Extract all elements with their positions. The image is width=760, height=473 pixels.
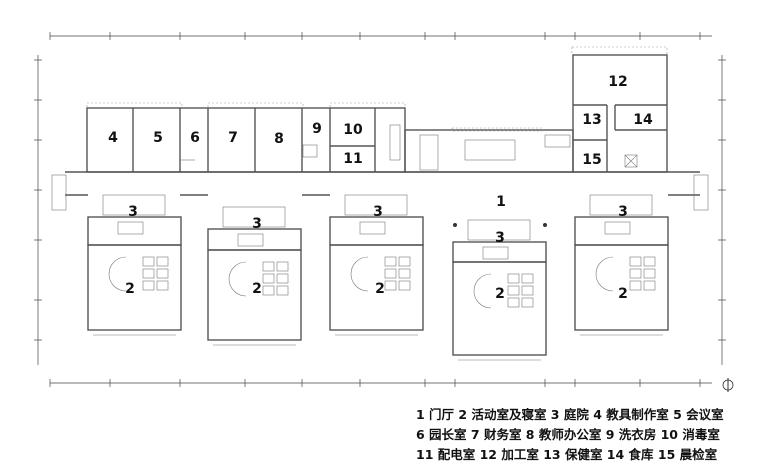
room-12-label: 12 <box>608 74 627 90</box>
classroom-unit <box>329 194 424 336</box>
room-11-label: 11 <box>343 151 362 167</box>
classroom-unit <box>87 194 182 336</box>
room-3-label: 3 <box>252 216 262 232</box>
room-2-label: 2 <box>125 281 135 297</box>
room-4-label: 4 <box>108 130 118 146</box>
room-8-label: 8 <box>274 131 284 147</box>
room-7-label: 7 <box>228 130 238 146</box>
room-15-label: 15 <box>582 152 601 168</box>
room-2-label: 2 <box>495 286 505 302</box>
north-arrow-icon <box>722 378 734 392</box>
room-3-label: 3 <box>373 204 383 220</box>
legend-line: 1 门厅 2 活动室及寝室 3 庭院 4 教具制作室 5 会议室 <box>416 407 724 422</box>
classroom-unit <box>574 194 669 336</box>
classroom-unit <box>207 206 302 346</box>
room-2-label: 2 <box>252 281 262 297</box>
room-5-label: 5 <box>153 130 163 146</box>
middle-block <box>404 127 574 173</box>
floor-plan: 1 4 5 6 7 8 9 10 11 12 13 14 15 3 3 3 3 … <box>34 32 734 392</box>
room-9-label: 9 <box>312 121 322 137</box>
room-labels: 1 4 5 6 7 8 9 10 11 12 13 14 15 3 3 3 3 … <box>108 74 653 302</box>
room-legend: 1 门厅 2 活动室及寝室 3 庭院 4 教具制作室 5 会议室 6 园长室 7… <box>416 405 724 465</box>
room-13-label: 13 <box>582 112 601 128</box>
room-3-label: 3 <box>495 230 505 246</box>
room-3-label: 3 <box>618 204 628 220</box>
room-3-label: 3 <box>128 204 138 220</box>
room-1-label: 1 <box>496 194 506 210</box>
main-corridor <box>51 171 709 227</box>
classroom-unit <box>452 219 547 361</box>
dimension-lines <box>34 32 726 387</box>
room-14-label: 14 <box>633 112 653 128</box>
legend-line: 6 园长室 7 财务室 8 教师办公室 9 洗衣房 10 消毒室 <box>416 427 720 442</box>
room-2-label: 2 <box>375 281 385 297</box>
legend-line: 11 配电室 12 加工室 13 保健室 14 食库 15 晨检室 <box>416 447 718 462</box>
room-6-label: 6 <box>190 130 200 146</box>
room-2-label: 2 <box>618 286 628 302</box>
room-10-label: 10 <box>343 122 363 138</box>
